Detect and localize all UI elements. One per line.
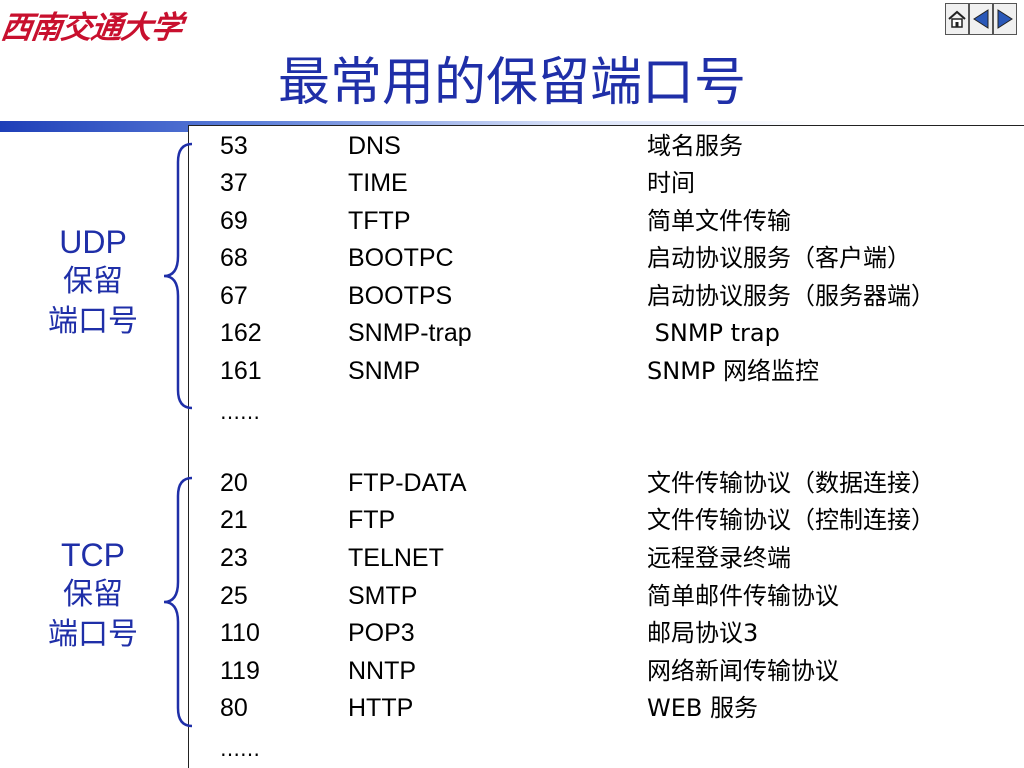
slide-title: 最常用的保留端口号 — [277, 53, 746, 113]
triangle-right-icon — [997, 9, 1013, 29]
port-number: 119 — [220, 657, 260, 685]
protocol-name: TELNET — [348, 544, 444, 572]
port-number: 67 — [220, 282, 248, 310]
service-description: 启动协议服务（服务器端） — [647, 282, 935, 310]
service-description: 简单邮件传输协议 — [647, 582, 839, 610]
port-number: 110 — [220, 619, 260, 647]
protocol-name: SNMP — [348, 357, 421, 385]
udp-label-line2: 保留 — [63, 264, 123, 299]
service-description: 域名服务 — [647, 132, 743, 160]
service-description: 网络新闻传输协议 — [647, 657, 839, 685]
udp-label-protocol: UDP — [59, 224, 127, 260]
port-number: 25 — [220, 582, 248, 610]
service-description: 远程登录终端 — [647, 544, 791, 572]
protocol-name: TIME — [348, 169, 408, 197]
port-list-panel — [188, 125, 1024, 768]
tcp-ellipsis: …… — [220, 737, 260, 761]
service-description: WEB 服务 — [647, 694, 758, 722]
service-description: 邮局协议3 — [647, 619, 759, 647]
service-description: SNMP 网络监控 — [647, 357, 819, 385]
tcp-label-protocol: TCP — [61, 537, 125, 573]
port-number: 162 — [220, 319, 262, 347]
slide-nav — [945, 3, 1021, 35]
udp-label-line3: 端口号 — [48, 304, 138, 339]
protocol-name: SMTP — [348, 582, 418, 610]
tcp-brace-icon — [163, 476, 193, 728]
protocol-name: DNS — [348, 132, 401, 160]
protocol-name: FTP — [348, 506, 396, 534]
udp-ellipsis: …… — [220, 400, 260, 424]
protocol-name: HTTP — [348, 694, 414, 722]
service-description: 时间 — [647, 169, 695, 197]
triangle-left-icon — [973, 9, 989, 29]
port-number: 161 — [220, 357, 262, 385]
port-number: 53 — [220, 132, 248, 160]
udp-brace-icon — [163, 142, 193, 410]
protocol-name: NNTP — [348, 657, 417, 685]
port-number: 80 — [220, 694, 248, 722]
protocol-name: TFTP — [348, 207, 411, 235]
university-logo: 西南交通大学 — [0, 10, 184, 46]
protocol-name: BOOTPC — [348, 244, 454, 272]
tcp-label-line2: 保留 — [63, 577, 123, 612]
tcp-label: TCP 保留 端口号 — [28, 535, 158, 655]
service-description: 简单文件传输 — [647, 207, 791, 235]
protocol-name: SNMP-trap — [348, 319, 472, 347]
next-button[interactable] — [993, 3, 1017, 35]
port-number: 20 — [220, 469, 248, 497]
protocol-name: BOOTPS — [348, 282, 453, 310]
prev-button[interactable] — [969, 3, 993, 35]
udp-label: UDP 保留 端口号 — [28, 222, 158, 342]
port-number: 23 — [220, 544, 248, 572]
home-icon — [948, 10, 966, 28]
port-number: 68 — [220, 244, 248, 272]
port-number: 37 — [220, 169, 248, 197]
protocol-name: FTP-DATA — [348, 469, 467, 497]
protocol-name: POP3 — [348, 619, 415, 647]
service-description: 文件传输协议（控制连接） — [647, 506, 935, 534]
port-number: 69 — [220, 207, 248, 235]
tcp-label-line3: 端口号 — [48, 617, 138, 652]
service-description: 启动协议服务（客户端） — [647, 244, 911, 272]
service-description: SNMP trap — [647, 319, 780, 347]
port-number: 21 — [220, 506, 248, 534]
home-button[interactable] — [945, 3, 969, 35]
service-description: 文件传输协议（数据连接） — [647, 469, 935, 497]
